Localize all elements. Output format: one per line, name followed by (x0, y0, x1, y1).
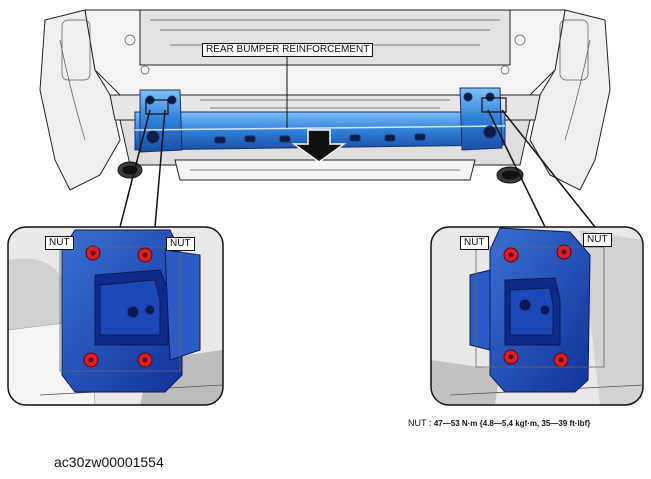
left-bracket (61, 229, 201, 393)
right-detail-frame (430, 226, 644, 406)
nut-label-left-outer: NUT (45, 236, 74, 250)
left-detail-frame (7, 226, 224, 406)
figure-id: ac30zw00001554 (54, 454, 164, 470)
left-detail-view (7, 226, 224, 406)
nut-label-right-inner: NUT (460, 236, 489, 250)
detail-connector-lines (119, 109, 596, 228)
removal-direction-arrow (291, 129, 347, 163)
rear-bumper-reinforcement-label: REAR BUMPER REINFORCEMENT (202, 43, 374, 57)
detail-target-markers (145, 97, 507, 115)
torque-prefix: NUT : (408, 418, 434, 428)
right-detail-view (430, 226, 644, 406)
torque-value: 47—53 N·m {4.8—5.4 kgf·m, 35—39 ft·lbf} (433, 419, 591, 428)
nut-label-left-inner: NUT (166, 237, 195, 251)
nut-label-right-outer: NUT (583, 233, 612, 247)
torque-specification: NUT : 47—53 N·m {4.8—5.4 kgf·m, 35—39 ft… (408, 418, 590, 428)
